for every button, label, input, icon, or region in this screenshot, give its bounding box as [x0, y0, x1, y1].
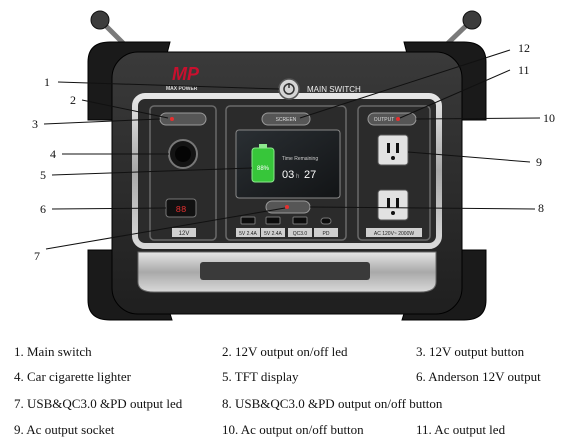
- output-button-label: OUTPUT: [374, 117, 395, 123]
- legend-item-10: 10. Ac output on/off button: [222, 422, 364, 437]
- callout-4: 4: [50, 147, 56, 161]
- legend-item-1: 1. Main switch: [14, 344, 92, 359]
- anderson-display-value: 88: [176, 205, 187, 215]
- screen-button[interactable]: SCREEN: [261, 112, 311, 126]
- 12v-output-led: [170, 117, 174, 121]
- callout-1: 1: [44, 75, 50, 89]
- callout-11: 11: [518, 63, 530, 77]
- callout-10: 10: [543, 111, 555, 125]
- leader-lines: [43, 49, 541, 250]
- usb-ports: [240, 216, 332, 225]
- main-switch-button[interactable]: [278, 78, 300, 100]
- callout-12: 12: [518, 41, 530, 55]
- usb-output-led: [285, 205, 289, 209]
- power-station-illustration: MP MAX POWER MAIN SWITCH 88 12V: [43, 10, 541, 321]
- callout-5: 5: [40, 168, 46, 182]
- 12v-port-label: 12V: [179, 231, 190, 237]
- anderson-12v-output[interactable]: 88: [165, 198, 197, 218]
- legend-item-2: 2. 12V output on/off led: [222, 344, 348, 359]
- usb-port-label: 5V 2.4A: [264, 231, 282, 237]
- legend-item-6: 6. Anderson 12V output: [416, 369, 541, 384]
- legend: 1. Main switch 2. 12V output on/off led …: [0, 336, 587, 444]
- callout-9: 9: [536, 155, 542, 169]
- screen-hours-unit: h: [296, 174, 299, 180]
- usb-label-bg: [314, 228, 338, 237]
- legend-item-8: 8. USB&QC3.0 &PD output on/off button: [222, 396, 443, 411]
- ac-output-led: [396, 117, 400, 121]
- brand-logo: MP MAX POWER: [166, 64, 200, 92]
- callout-3: 3: [32, 117, 38, 131]
- screen-battery-percent: 88%: [257, 166, 270, 172]
- callout-2: 2: [70, 93, 76, 107]
- legend-item-5: 5. TFT display: [222, 369, 299, 384]
- screen-button-label: SCREEN: [276, 117, 297, 123]
- usb-port-labels: 5V 2.4A 5V 2.4A QC3.0 PD: [236, 228, 338, 237]
- callout-6: 6: [40, 202, 46, 216]
- legend-item-3: 3. 12V output button: [416, 344, 525, 359]
- svg-text:MP: MP: [172, 64, 200, 84]
- screen-title: Time Remaining: [282, 156, 318, 162]
- usb-label-bg: [261, 228, 285, 237]
- brand-name: MAX POWER: [166, 86, 198, 92]
- product-diagram: MP MAX POWER MAIN SWITCH 88 12V: [32, 10, 555, 321]
- tft-display: 88% Time Remaining 03 h 27: [235, 129, 341, 199]
- usb-output-button[interactable]: [265, 200, 311, 214]
- screen-hours: 03: [282, 169, 294, 181]
- legend-item-11: 11. Ac output led: [416, 422, 506, 437]
- ac-port-label: AC 120V~ 2000W: [374, 231, 414, 237]
- 12v-output-button[interactable]: [159, 112, 207, 126]
- usb-port-label: 5V 2.4A: [239, 231, 257, 237]
- legend-item-9: 9. Ac output socket: [14, 422, 115, 437]
- ac-output-button[interactable]: OUTPUT: [367, 112, 417, 126]
- screen-minutes: 27: [304, 169, 316, 181]
- callout-8: 8: [538, 201, 544, 215]
- car-cigarette-lighter[interactable]: [168, 139, 198, 169]
- usb-label-bg: [288, 228, 312, 237]
- ac-output-sockets[interactable]: [377, 134, 409, 221]
- usb-port-label: PD: [323, 231, 330, 237]
- legend-item-4: 4. Car cigarette lighter: [14, 369, 131, 384]
- legend-item-7: 7. USB&QC3.0 &PD output led: [14, 396, 183, 411]
- usb-label-bg: [236, 228, 260, 237]
- callout-7: 7: [34, 249, 40, 263]
- main-switch-label: MAIN SWITCH: [307, 85, 361, 94]
- usb-port-label: QC3.0: [293, 231, 308, 237]
